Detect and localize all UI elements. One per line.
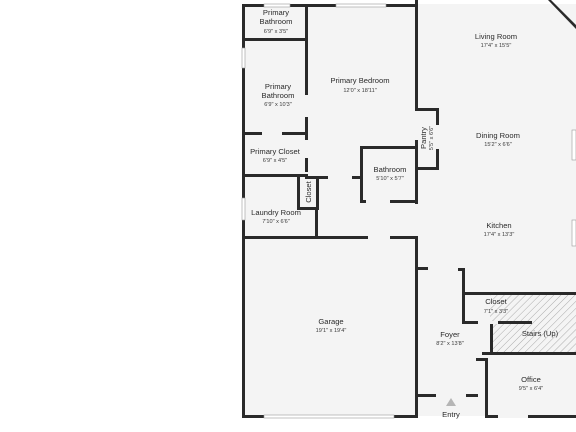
room-name-closet-hall: Closet — [304, 180, 313, 202]
room-dims-primary-bathroom-1: 6'9" x 3'5" — [264, 29, 288, 35]
room-dims-pantry: 5'5" x 6'6" — [429, 126, 435, 150]
entry-arrow-icon — [446, 398, 456, 406]
room-name-bathroom: Bathroom — [374, 165, 407, 174]
room-name-primary-bedroom: Primary Bedroom — [330, 76, 389, 85]
room-name-closet-foyer: Closet — [485, 297, 507, 306]
room-dims-living-room: 17'4" x 15'5" — [481, 43, 512, 49]
room-dims-dining-room: 15'2" x 6'6" — [484, 142, 512, 148]
room-name-foyer: Foyer — [440, 330, 460, 339]
room-name-kitchen: Kitchen — [486, 221, 511, 230]
room-name-laundry-room: Laundry Room — [251, 208, 301, 217]
stairs-hatch — [490, 292, 576, 352]
room-dims-garage: 19'1" x 19'4" — [316, 328, 347, 334]
room-name-office: Office — [521, 375, 541, 384]
room-dims-office: 9'5" x 6'4" — [519, 386, 543, 392]
room-dims-primary-bedroom: 12'0" x 18'11" — [343, 88, 376, 94]
room-dims-primary-closet: 6'9" x 4'5" — [263, 158, 287, 164]
room-name-pantry: Pantry — [419, 127, 428, 149]
room-name-stairs: Stairs (Up) — [522, 329, 559, 338]
room-name-living-room: Living Room — [475, 32, 517, 41]
room-name-dining-room: Dining Room — [476, 131, 520, 140]
door-openings — [262, 95, 528, 418]
room-dims-laundry-room: 7'10" x 6'6" — [262, 219, 290, 225]
windows — [241, 3, 576, 419]
room-dims-bathroom: 5'10" x 5'7" — [376, 176, 404, 182]
room-name-garage: Garage — [318, 317, 343, 326]
room-name-primary-closet: Primary Closet — [250, 147, 301, 156]
room-dims-foyer: 8'2" x 13'8" — [436, 341, 464, 347]
room-dims-kitchen: 17'4" x 13'3" — [484, 232, 515, 238]
room-dims-primary-bathroom-2: 6'9" x 10'3" — [264, 102, 292, 108]
entry-label: Entry — [442, 410, 460, 419]
room-dims-closet-foyer: 7'1" x 3'3" — [484, 309, 508, 315]
